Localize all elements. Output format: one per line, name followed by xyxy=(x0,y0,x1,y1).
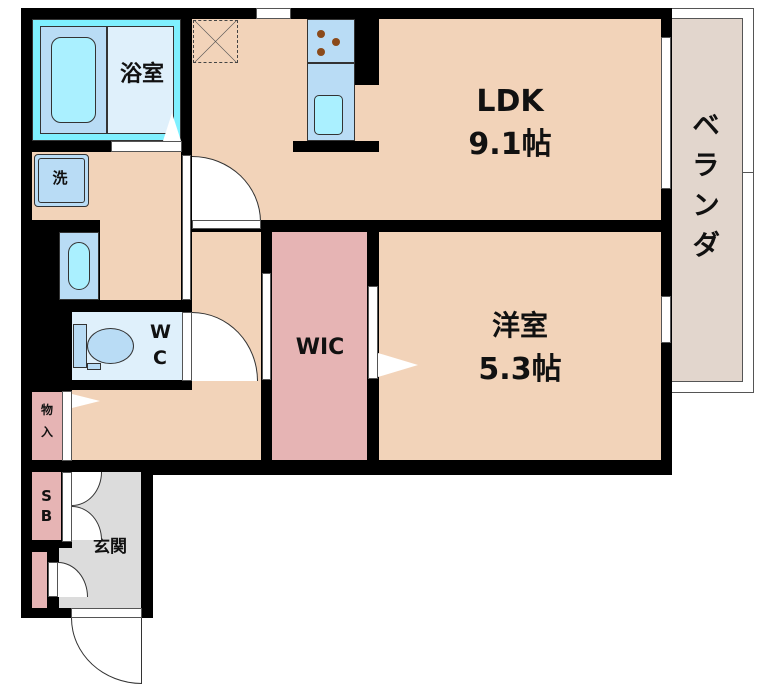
ldk-window[interactable] xyxy=(661,37,671,189)
washer-pan xyxy=(34,154,89,207)
storage xyxy=(32,392,62,460)
entrance-storage xyxy=(32,552,47,608)
western-room xyxy=(379,232,661,460)
wic-sliding-door[interactable] xyxy=(262,273,271,380)
toilet-base xyxy=(87,363,101,370)
burner-icon xyxy=(317,48,325,56)
veranda-label: ベランダ xyxy=(688,110,721,270)
storage-door[interactable] xyxy=(62,391,72,461)
storage-label-2: 入 xyxy=(40,425,53,439)
wc-label-w: W xyxy=(150,321,171,343)
wc-label-c: C xyxy=(153,347,167,369)
ceiling-hatch xyxy=(193,20,238,63)
toilet-bowl xyxy=(87,328,134,364)
ldk-room xyxy=(192,19,661,220)
front-door[interactable] xyxy=(71,608,142,618)
laundry-lower xyxy=(100,220,181,300)
laundry-sliding-door[interactable] xyxy=(182,155,191,300)
vanity-basin xyxy=(68,242,90,290)
hallway-bottom xyxy=(72,390,261,460)
washer-label: 洗 xyxy=(52,169,68,187)
bath-door-marker xyxy=(163,113,181,141)
western-label: 洋室 xyxy=(491,309,548,342)
washer-inner xyxy=(38,158,85,203)
western-door[interactable] xyxy=(368,286,378,379)
western-door-marker xyxy=(378,353,418,377)
western-window[interactable] xyxy=(661,296,671,343)
wic-label: WIC xyxy=(295,335,345,360)
western-size: 5.3帖 xyxy=(478,352,562,387)
bath-label: 浴室 xyxy=(119,62,164,87)
shoebox-door[interactable] xyxy=(62,472,72,542)
veranda xyxy=(672,18,743,382)
storage-door-marker xyxy=(72,394,100,408)
entrance-storage-door[interactable] xyxy=(48,562,58,597)
shoebox-label-b: B xyxy=(40,507,53,525)
entrance-label: 玄関 xyxy=(93,537,127,557)
toilet-tank xyxy=(73,324,87,368)
storage-label-1: 物 xyxy=(40,403,53,417)
bath-door[interactable] xyxy=(111,141,182,152)
wc-door[interactable] xyxy=(182,312,192,381)
ldk-size: 9.1帖 xyxy=(468,127,552,162)
burner-icon xyxy=(317,30,325,38)
ldk-label: LDK xyxy=(476,84,544,119)
stove xyxy=(307,19,355,63)
wic-room xyxy=(272,232,367,460)
sink xyxy=(314,95,343,135)
top-vent xyxy=(256,8,291,19)
ldk-door[interactable] xyxy=(192,220,261,229)
front-door-swing[interactable] xyxy=(71,618,142,684)
veranda-outline-bottom xyxy=(672,8,754,393)
kitchen-counter-wall xyxy=(293,141,379,152)
bath-floor xyxy=(107,26,174,134)
burner-icon xyxy=(332,38,340,46)
shoebox-label-s: S xyxy=(41,487,52,505)
shoebox xyxy=(32,472,61,540)
kitchen-wall xyxy=(355,19,379,85)
bathtub xyxy=(51,37,96,123)
